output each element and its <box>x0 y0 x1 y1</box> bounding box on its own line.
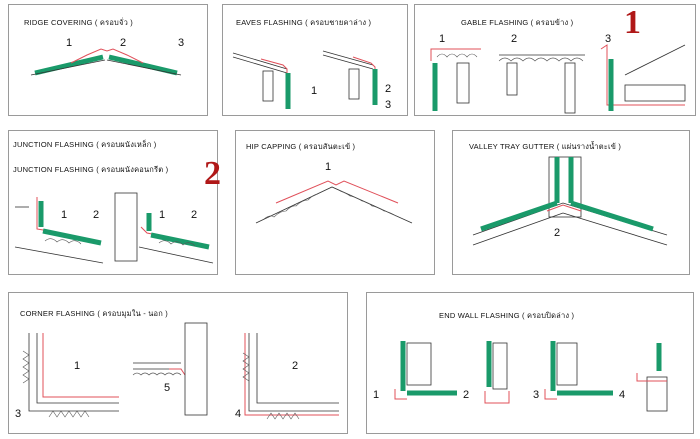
panel-gable-flashing: GABLE FLASHING ( ครอบข้าง ) 1 2 3 <box>414 4 696 116</box>
label-3: 3 <box>178 37 185 49</box>
label-2: 2 <box>120 37 127 49</box>
label-2: 2 <box>292 360 299 372</box>
label-1: 1 <box>61 209 68 221</box>
callout-number-2: 2 <box>204 155 221 192</box>
label-4: 4 <box>235 408 242 420</box>
label-2b: 2 <box>191 209 198 221</box>
label-2: 2 <box>511 33 518 45</box>
panel-title: GABLE FLASHING ( ครอบข้าง ) <box>461 18 574 27</box>
label-1: 1 <box>325 161 332 173</box>
label-3: 3 <box>605 33 612 45</box>
panel-eaves-flashing: EAVES FLASHING ( ครอบชายคาล่าง ) 1 2 3 <box>222 4 408 116</box>
gable-diagram <box>430 44 686 114</box>
junction-diagram <box>14 192 214 264</box>
label-1: 1 <box>311 85 318 97</box>
panel-end-wall-flashing: END WALL FLASHING ( ครอบปิดล่าง ) 1 2 3 … <box>366 292 694 434</box>
label-1: 1 <box>66 37 73 49</box>
label-2: 2 <box>554 227 561 239</box>
label-1b: 1 <box>159 209 166 221</box>
label-2: 2 <box>93 209 100 221</box>
label-1: 1 <box>439 33 446 45</box>
panel-title: END WALL FLASHING ( ครอบปิดล่าง ) <box>439 311 575 320</box>
eaves-diagram <box>232 50 378 109</box>
panel-title: CORNER FLASHING ( ครอบมุมใน - นอก ) <box>20 309 168 318</box>
hip-diagram <box>255 180 413 224</box>
label-3: 3 <box>533 389 540 401</box>
panel-title: VALLEY TRAY GUTTER ( แผ่นรางน้ำตะเข้ ) <box>469 142 622 151</box>
panel-title: EAVES FLASHING ( ครอบชายคาล่าง ) <box>236 18 372 27</box>
label-1: 1 <box>373 389 380 401</box>
label-3: 3 <box>385 99 392 111</box>
label-4: 4 <box>619 389 626 401</box>
callout-number-1: 1 <box>624 4 641 41</box>
panel-junction-flashing: JUNCTION FLASHING ( ครอบผนังเหล็ก ) JUNC… <box>8 130 218 275</box>
label-1: 1 <box>74 360 81 372</box>
panel-title: RIDGE COVERING ( ครอบจั่ว ) <box>24 18 134 27</box>
panel-ridge-covering: RIDGE COVERING ( ครอบจั่ว ) 1 2 3 <box>8 4 208 116</box>
end-wall-diagram <box>394 341 668 412</box>
panel-hip-capping: HIP CAPPING ( ครอบสันตะเข้ ) 1 <box>235 130 435 275</box>
panel-valley-tray-gutter: VALLEY TRAY GUTTER ( แผ่นรางน้ำตะเข้ ) 2 <box>452 130 690 275</box>
label-2: 2 <box>385 83 392 95</box>
panel-title-steel: JUNCTION FLASHING ( ครอบผนังเหล็ก ) <box>13 140 157 149</box>
valley-diagram <box>472 156 668 246</box>
panel-title: HIP CAPPING ( ครอบสันตะเข้ ) <box>246 142 356 151</box>
ridge-diagram <box>30 48 182 76</box>
label-2: 2 <box>463 389 470 401</box>
panel-corner-flashing: CORNER FLASHING ( ครอบมุมใน - นอก ) 1 5 … <box>8 292 348 434</box>
label-3: 3 <box>15 408 22 420</box>
corner-diagram <box>22 322 339 420</box>
label-5: 5 <box>164 382 171 394</box>
panel-title-concrete: JUNCTION FLASHING ( ครอบผนังคอนกรีต ) <box>13 165 169 174</box>
